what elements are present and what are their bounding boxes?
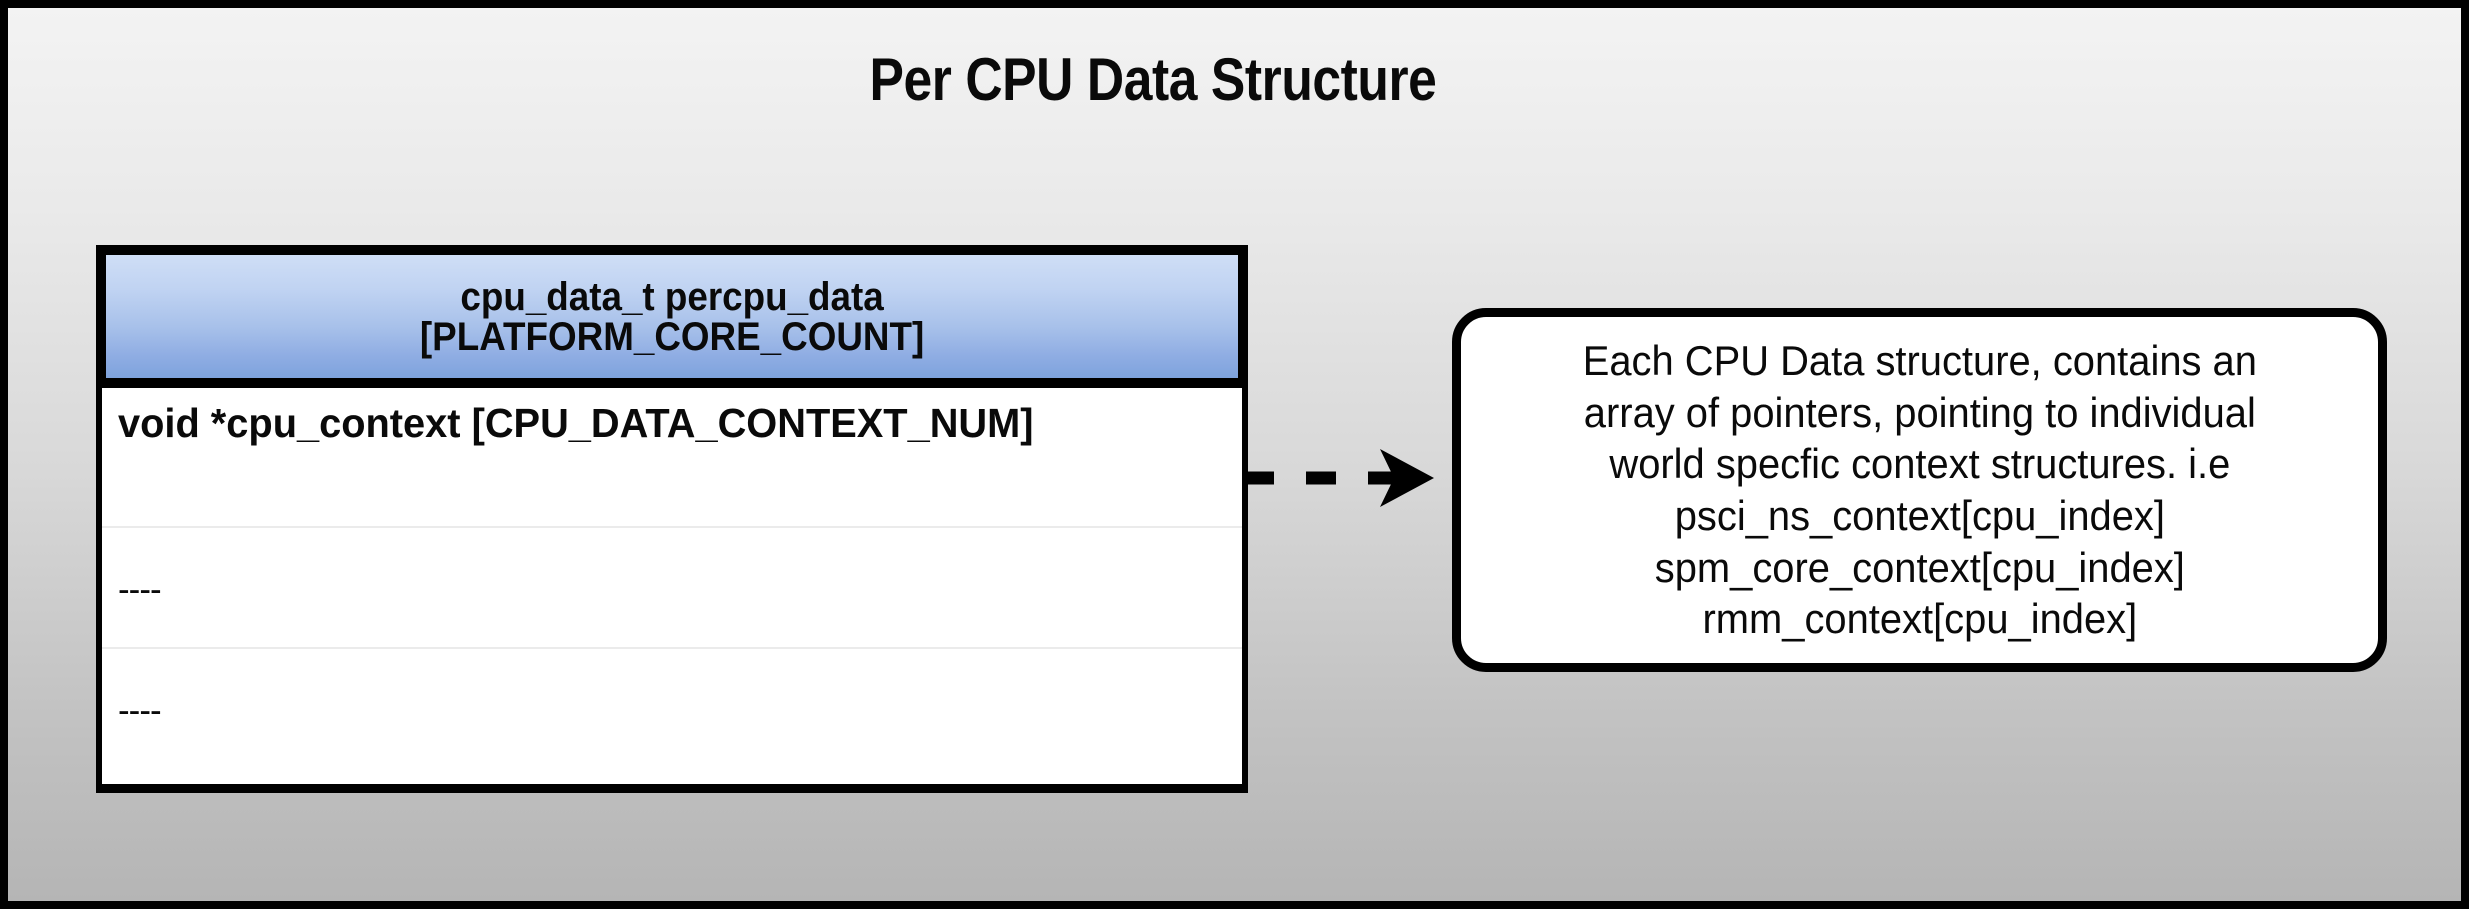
struct-table-header-label: cpu_data_t percpu_data [PLATFORM_CORE_CO… (419, 274, 925, 359)
callout-text: Each CPU Data structure, contains an arr… (1582, 337, 2257, 643)
callout-box: Each CPU Data structure, contains an arr… (1452, 308, 2387, 672)
arrow-head-icon (1380, 449, 1434, 507)
percpu-data-struct-table: cpu_data_t percpu_data [PLATFORM_CORE_CO… (96, 245, 1248, 793)
table-row-label: ---- (118, 689, 162, 730)
table-row: ---- (102, 528, 1242, 649)
table-row: ---- (102, 649, 1242, 784)
table-row-label: ---- (118, 568, 162, 609)
struct-table-body: void *cpu_context [CPU_DATA_CONTEXT_NUM]… (96, 388, 1248, 793)
page-title: Per CPU Data Structure (869, 46, 1437, 113)
dashed-arrow-connector (1244, 449, 1434, 507)
table-row-label: void *cpu_context [CPU_DATA_CONTEXT_NUM] (118, 400, 1034, 446)
table-row: void *cpu_context [CPU_DATA_CONTEXT_NUM] (102, 388, 1242, 528)
struct-table-header: cpu_data_t percpu_data [PLATFORM_CORE_CO… (96, 245, 1248, 388)
